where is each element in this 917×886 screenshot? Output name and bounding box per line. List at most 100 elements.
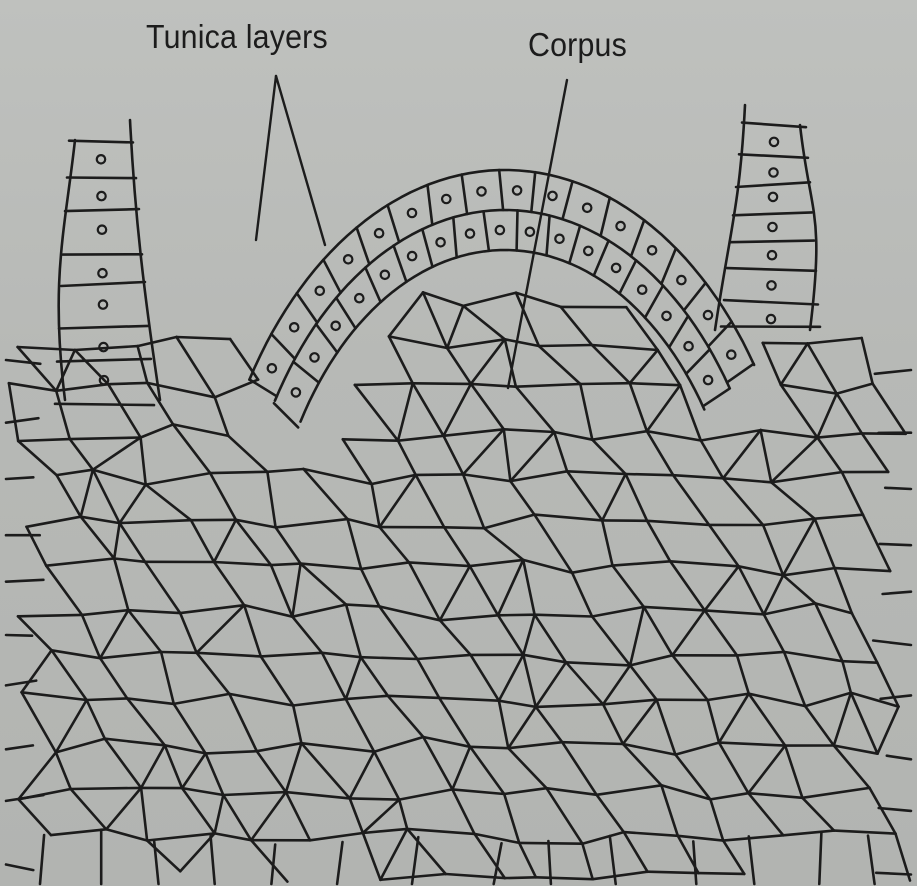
corpus-cell-wall — [174, 694, 230, 704]
corpus-cell-wall — [215, 380, 258, 398]
corpus-cell-wall — [817, 433, 862, 437]
border-cell-wall — [6, 865, 33, 871]
corpus-cell-wall — [93, 470, 120, 523]
corpus-cell-wall — [46, 559, 114, 566]
corpus-cell-wall — [444, 527, 484, 528]
primordium-cell-wall — [736, 182, 810, 187]
corpus-cell-wall — [852, 613, 877, 662]
corpus-cell-wall — [603, 665, 630, 704]
corpus-cell-wall — [470, 560, 523, 566]
corpus-cell-wall — [499, 701, 536, 707]
corpus-cell-wall — [802, 788, 869, 798]
corpus-cell-wall — [675, 743, 719, 755]
corpus-cell-wall — [785, 746, 802, 798]
corpus-cell-wall — [739, 566, 764, 614]
corpus-cell-wall — [630, 655, 672, 665]
corpus-cell-wall — [580, 383, 630, 384]
cell-nucleus — [477, 187, 485, 195]
corpus-cell-wall — [862, 338, 873, 384]
corpus-cell-wall — [471, 655, 499, 701]
corpus-cell-wall — [815, 515, 863, 519]
corpus-cell-wall — [206, 753, 224, 795]
corpus-cell-wall — [440, 615, 498, 620]
corpus-cell-wall — [602, 520, 612, 565]
border-cell-wall — [819, 833, 821, 884]
corpus-cell-wall — [516, 293, 561, 307]
cell-nucleus — [97, 192, 105, 200]
tunica-cell-wall — [453, 217, 456, 257]
corpus-cell-wall — [244, 605, 261, 656]
border-cell-wall — [6, 681, 36, 686]
corpus-cell-wall — [630, 350, 658, 383]
corpus-cell-wall — [361, 657, 418, 659]
tunica-cell-wall — [594, 241, 609, 276]
corpus-cell-wall — [781, 385, 837, 394]
border-cell-wall — [885, 488, 911, 489]
corpus-cell-wall — [177, 337, 231, 339]
corpus-cell-wall — [504, 429, 554, 432]
tunica-layers-label: Tunica layers — [146, 18, 328, 56]
border-cell-wall — [873, 641, 911, 646]
corpus-cell-wall — [673, 475, 723, 478]
corpus-cell-wall — [416, 474, 463, 475]
border-cell-wall — [6, 635, 32, 636]
corpus-cell-wall — [346, 699, 374, 752]
border-cell-wall — [6, 360, 40, 364]
cell-nucleus — [332, 322, 340, 330]
tunica-leader-line-2 — [276, 76, 325, 245]
corpus-cell-wall — [56, 752, 71, 789]
corpus-cell-wall — [182, 788, 223, 795]
cell-nucleus — [381, 271, 389, 279]
corpus-cell-wall — [398, 383, 413, 440]
corpus-cell-wall — [582, 844, 592, 880]
corpus-cell-wall — [516, 384, 580, 387]
corpus-cell-wall — [348, 519, 380, 527]
cell-nucleus — [98, 269, 106, 277]
corpus-cell-wall — [292, 605, 346, 617]
corpus-cell-wall — [708, 700, 719, 743]
corpus-cell-wall — [842, 661, 851, 693]
corpus-cell-wall — [229, 694, 256, 751]
corpus-cell-wall — [463, 306, 505, 339]
corpus-cell-wall — [837, 394, 862, 434]
corpus-cell-wall — [120, 520, 191, 523]
corpus-cell-wall — [519, 843, 582, 844]
corpus-cell-wall — [672, 610, 704, 655]
cell-nucleus — [769, 168, 777, 176]
cell-nucleus — [727, 351, 735, 359]
corpus-cell-wall — [763, 519, 815, 525]
primordium-cell-wall — [742, 123, 806, 128]
corpus-cell-wall — [463, 429, 504, 474]
corpus-cell-wall — [141, 438, 146, 485]
tunica-cell-wall — [499, 170, 503, 210]
corpus-cell-wall — [301, 743, 374, 752]
corpus-cell-wall — [228, 436, 267, 472]
corpus-cell-wall — [108, 384, 140, 437]
cell-nucleus — [268, 364, 276, 372]
corpus-cell-wall — [146, 473, 211, 485]
corpus-cell-wall — [215, 795, 224, 833]
cell-nucleus — [97, 155, 105, 163]
border-cell-wall — [40, 835, 44, 884]
corpus-cell-wall — [771, 482, 815, 518]
corpus-cell-wall — [710, 799, 723, 840]
cell-nucleus — [704, 311, 712, 319]
corpus-cell-wall — [440, 620, 471, 655]
corpus-cell-wall — [842, 661, 877, 663]
corpus-cell-wall — [251, 792, 286, 840]
corpus-cell-wall — [723, 835, 783, 840]
border-cell-wall — [887, 756, 911, 760]
corpus-cell-wall — [783, 568, 834, 575]
corpus-cell-wall — [292, 617, 322, 653]
corpus-cell-wall — [536, 877, 593, 879]
corpus-cell-wall — [523, 560, 534, 615]
corpus-cell-wall — [214, 520, 236, 562]
corpus-cell-wall — [630, 665, 657, 699]
corpus-cell-wall — [567, 471, 626, 474]
corpus-cell-wall — [261, 653, 322, 657]
tunica-cell-wall — [365, 268, 380, 303]
corpus-cell-wall — [723, 430, 761, 478]
corpus-cell-wall — [561, 307, 592, 345]
corpus-cell-wall — [71, 789, 107, 829]
corpus-cell-wall — [127, 698, 165, 745]
